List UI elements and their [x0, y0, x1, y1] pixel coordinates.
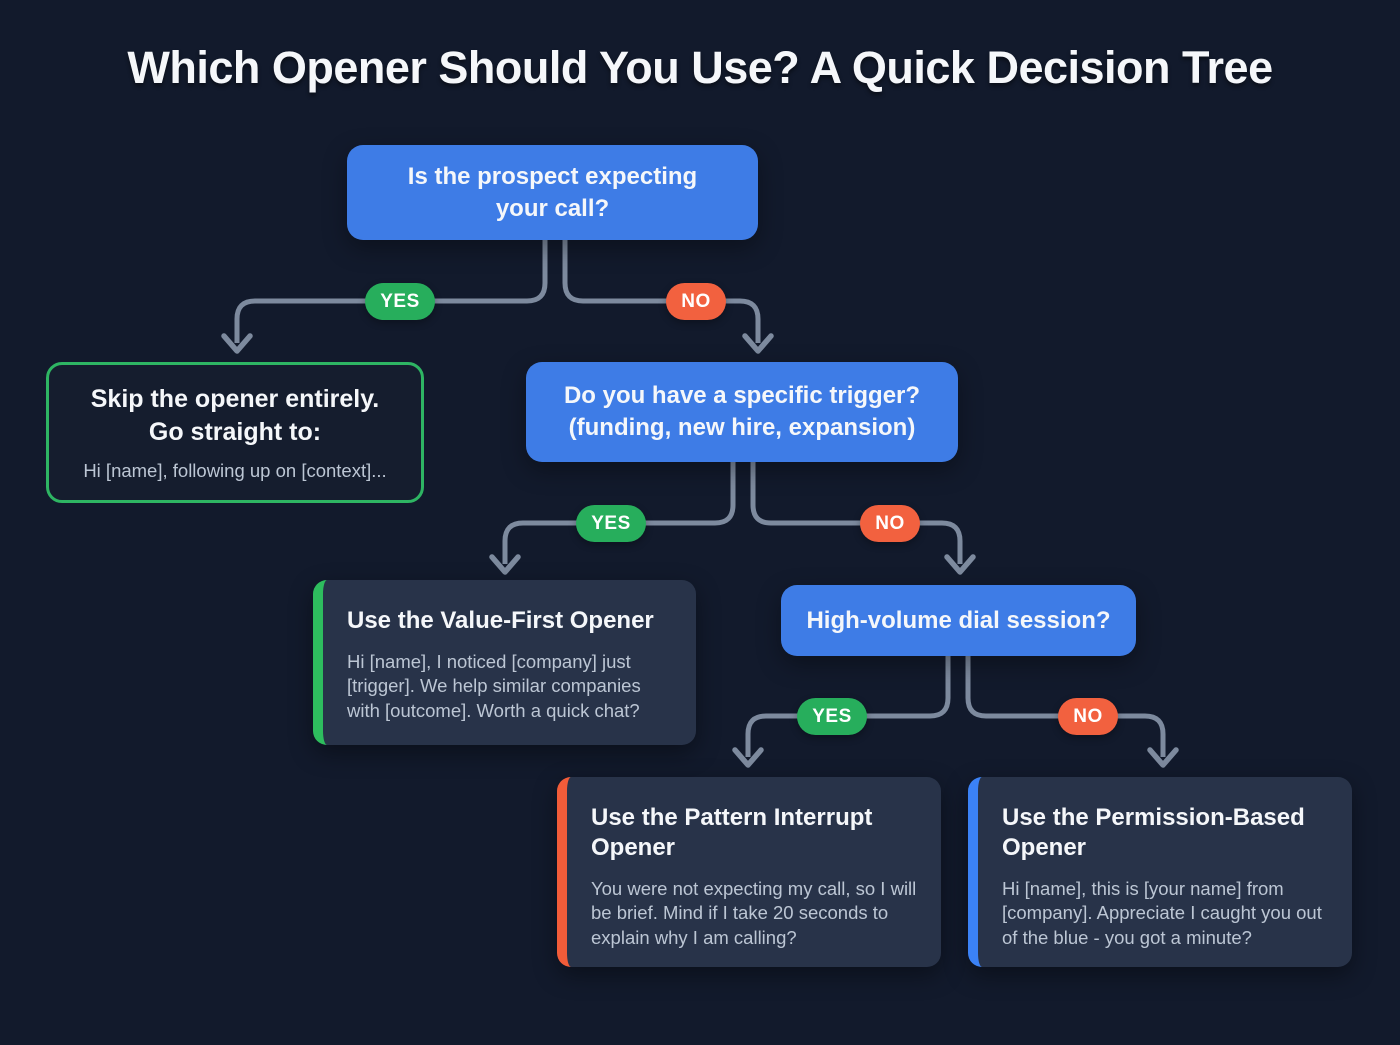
question-node-root: Is the prospect expecting your call? [347, 145, 758, 240]
value-first-script: Hi [name], I noticed [company] just [tri… [347, 651, 641, 721]
pattern-interrupt-script: You were not expecting my call, so I wil… [591, 878, 917, 948]
panel-value-first-opener: Use the Value-First Opener Hi [name], I … [313, 580, 696, 745]
arrow-down-icon [944, 554, 976, 575]
panel-permission-based-opener: Use the Permission-Based Opener Hi [name… [968, 777, 1352, 967]
arrow-down-icon [742, 333, 774, 354]
no-badge-level3: NO [1058, 698, 1118, 735]
value-first-title: Use the Value-First Opener [347, 607, 654, 634]
result-skip-heading: Skip the opener entirely. Go straight to… [90, 385, 380, 446]
yes-badge-level1: YES [365, 283, 435, 320]
arrow-down-icon [732, 747, 764, 768]
no-badge-level1: NO [666, 283, 726, 320]
permission-based-title: Use the Permission-Based Opener [1002, 804, 1305, 861]
yes-badge-level2: YES [576, 505, 646, 542]
arrow-down-icon [1147, 747, 1179, 768]
connector-root-no [562, 240, 761, 343]
question-node-trigger: Do you have a specific trigger? (funding… [526, 362, 958, 462]
arrow-down-icon [221, 333, 253, 354]
connector-trigger-no [750, 462, 963, 564]
no-badge-level2: NO [860, 505, 920, 542]
result-skip-script: Hi [name], following up on [context]... [83, 460, 387, 481]
permission-based-script: Hi [name], this is [your name] from [com… [1002, 878, 1322, 948]
result-skip-opener: Skip the opener entirely. Go straight to… [46, 362, 424, 503]
panel-pattern-interrupt-opener: Use the Pattern Interrupt Opener You wer… [557, 777, 941, 967]
yes-badge-level3: YES [797, 698, 867, 735]
pattern-interrupt-title: Use the Pattern Interrupt Opener [591, 804, 873, 861]
question-node-volume: High-volume dial session? [781, 585, 1136, 656]
page-title: Which Opener Should You Use? A Quick Dec… [127, 42, 1273, 93]
arrow-down-icon [489, 554, 521, 575]
